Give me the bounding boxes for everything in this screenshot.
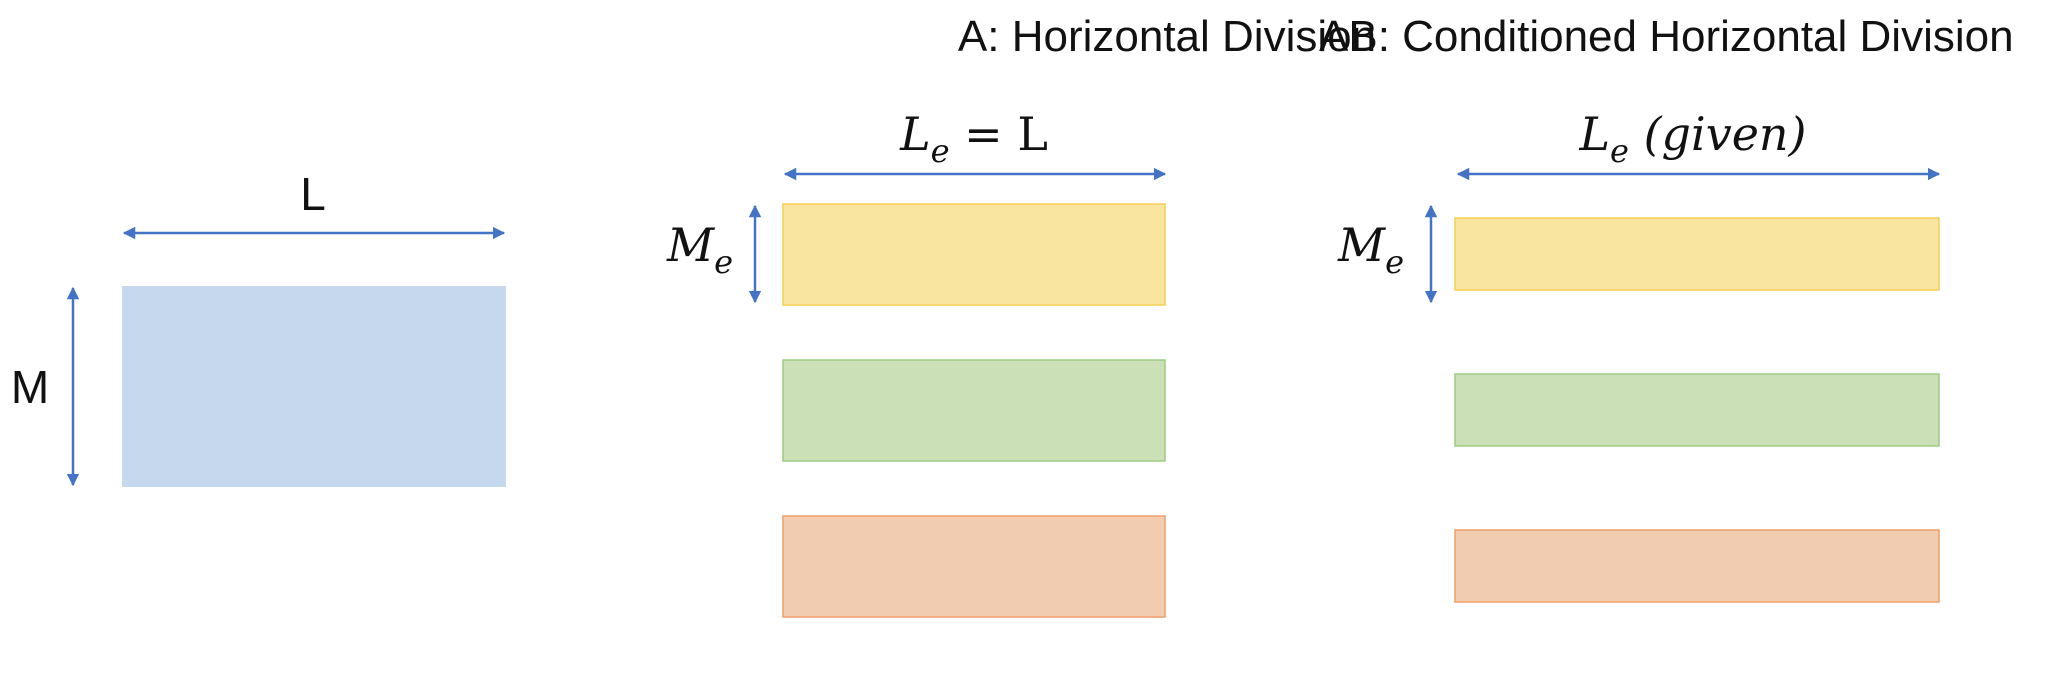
panel-a-title: A: Horizontal Division [958, 12, 1376, 61]
panel-a-green-strip [782, 359, 1166, 462]
panel-a-width-label: Le = L [899, 107, 1048, 170]
panel-a-height-label: Me [666, 218, 733, 281]
original-rectangle-group: L M [11, 168, 506, 487]
original-rectangle [122, 286, 506, 487]
panel-ab: AB: Conditioned Horizontal Division Le (… [1319, 12, 2014, 603]
panel-ab-green-strip [1454, 373, 1940, 447]
panel-a-yellow-strip [782, 203, 1166, 306]
panel-ab-title: AB: Conditioned Horizontal Division [1319, 12, 2014, 61]
panel-ab-width-label: Le (given) [1579, 107, 1807, 170]
original-width-label: L [300, 168, 326, 220]
panel-ab-height-label: Me [1337, 218, 1404, 281]
original-height-label: M [11, 361, 49, 413]
panel-a-orange-strip [782, 515, 1166, 618]
panel-a: A: Horizontal Division Le = L Me [666, 12, 1376, 618]
panel-ab-yellow-strip [1454, 217, 1940, 291]
panel-ab-orange-strip [1454, 529, 1940, 603]
